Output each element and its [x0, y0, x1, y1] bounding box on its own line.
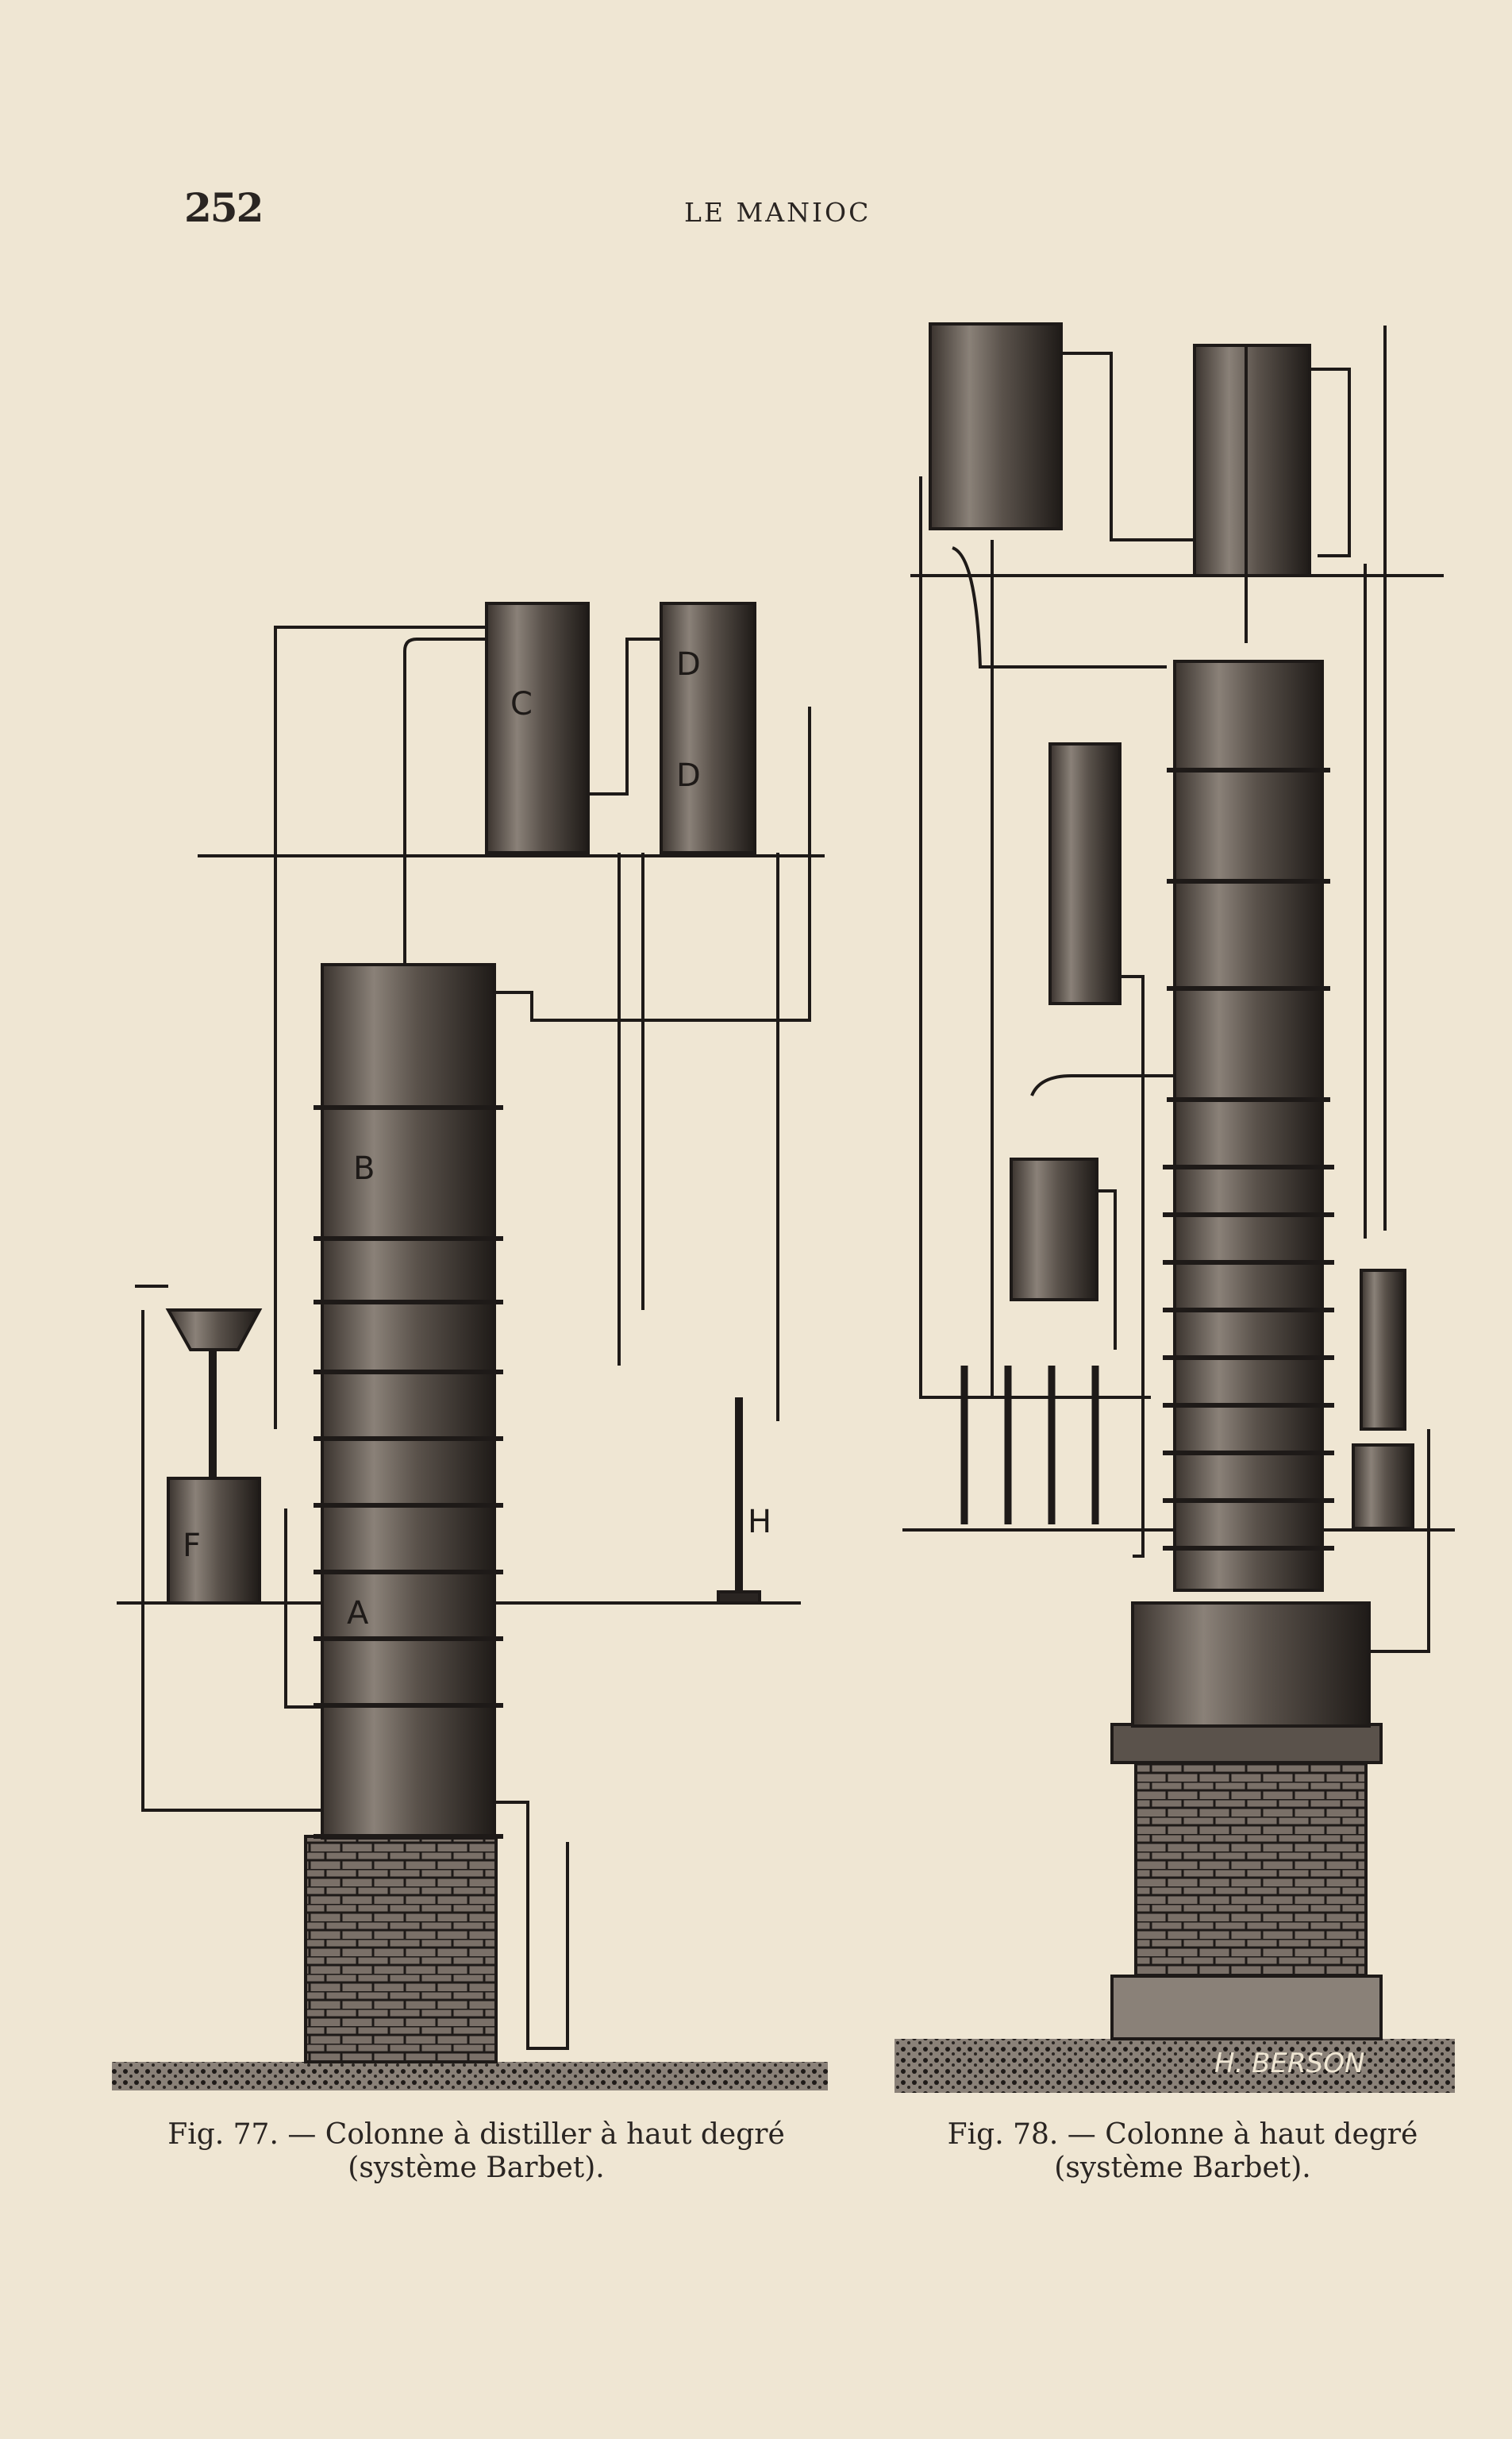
label-f: F	[183, 1528, 201, 1564]
label-c: C	[510, 686, 533, 722]
caption-line: (système Barbet).	[348, 2152, 605, 2184]
figure-77-distillation-column: B A C D D F H	[112, 602, 828, 2090]
caption-line: Fig. 77. — Colonne à distiller à haut de…	[167, 2118, 785, 2151]
label-h: H	[748, 1504, 771, 1540]
label-a: A	[347, 1595, 369, 1632]
figure-78-caption: Fig. 78. — Colonne à haut degré (système…	[905, 2118, 1460, 2185]
figure-78-column: H. BERSON	[895, 322, 1455, 2093]
label-b: B	[353, 1150, 375, 1187]
caption-line: (système Barbet).	[1054, 2152, 1311, 2184]
label-d2: D	[676, 757, 701, 794]
page-number: 252	[184, 184, 264, 231]
label-d1: D	[676, 646, 701, 683]
engraver-signature: H. BERSON	[1214, 2048, 1364, 2079]
caption-line: Fig. 78. — Colonne à haut degré	[947, 2118, 1418, 2151]
figure-77-caption: Fig. 77. — Colonne à distiller à haut de…	[107, 2118, 845, 2185]
running-title: LE MANIOC	[684, 197, 871, 228]
